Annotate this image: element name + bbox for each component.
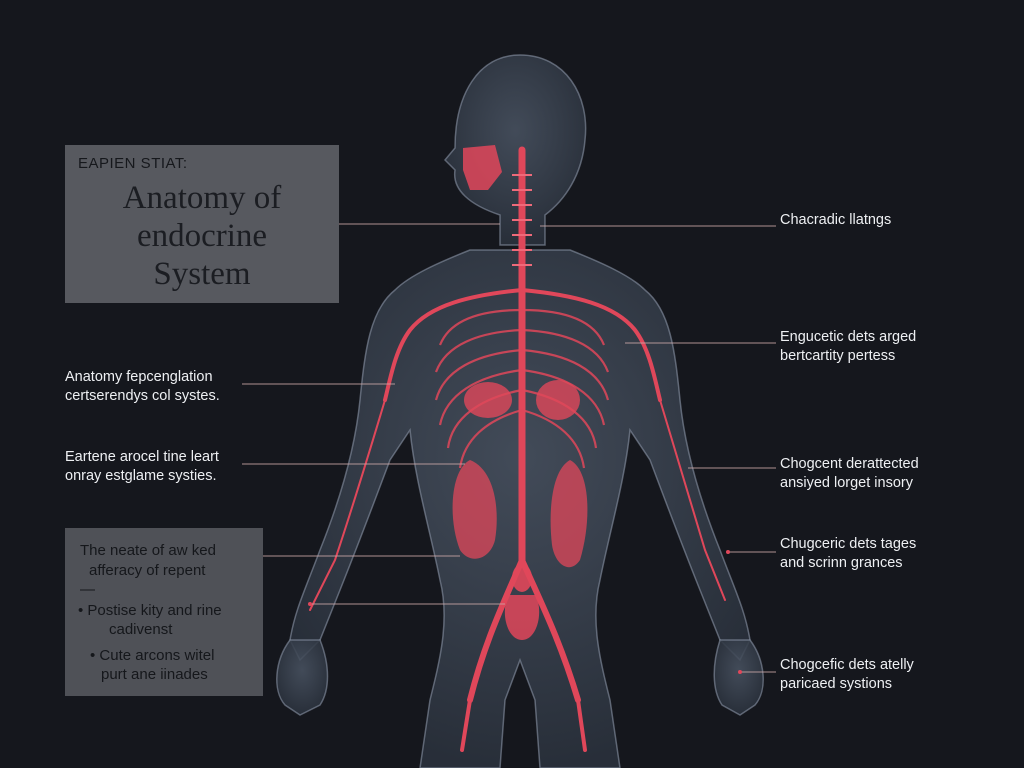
right-callout-3: Chogcent derattected ansiyed lorget inso… (780, 455, 919, 493)
title-panel: EAPIEN STIAT: Anatomy of endocrine Syste… (65, 145, 339, 303)
note-bullet-1-cont: cadivenst (109, 621, 173, 638)
callout-line: Engucetic dets arged (780, 329, 917, 345)
callout-line: Chogcent derattected (780, 456, 919, 472)
right-callout-5: Chogcefic dets atelly paricaed systions (780, 656, 914, 694)
callout-line: bertcartity pertess (780, 348, 896, 364)
rib-cage (434, 308, 610, 469)
callout-line: certserendys col systes. (65, 388, 220, 404)
title-kicker: EAPIEN STIAT: (78, 155, 188, 172)
note-line-1: The neate of aw ked (80, 542, 216, 559)
spine-vertebrae (512, 174, 532, 266)
note-line-2: afferacy of repent (89, 562, 206, 579)
note-panel: The neate of aw ked afferacy of repent —… (65, 528, 263, 696)
note-dash: — (80, 581, 95, 598)
callout-line: Chogcefic dets atelly (780, 657, 914, 673)
callout-line: Eartene arocel tine leart (65, 449, 219, 465)
right-callout-4: Chugceric dets tages and scrinn grances (780, 535, 916, 573)
leader-lines (242, 223, 776, 673)
title-line-3: System (153, 256, 251, 292)
note-bullet-2-cont: purt ane iinades (101, 666, 208, 683)
page-title: Anatomy of endocrine System (65, 179, 339, 293)
title-line-1: Anatomy of (122, 180, 282, 216)
callout-line: onray estglame systies. (65, 468, 217, 484)
right-callout-2: Engucetic dets arged bertcartity pertess (780, 328, 916, 366)
left-callout-2: Eartene arocel tine leart onray estglame… (65, 448, 219, 486)
left-callout-1: Anatomy fepcenglation certserendys col s… (65, 368, 220, 406)
callout-line: Anatomy fepcenglation (65, 369, 213, 385)
organs (452, 380, 588, 640)
note-bullet-2: • Cute arcons witel (90, 647, 215, 664)
title-line-2: endocrine (136, 218, 268, 254)
right-callout-1: Chacradic llatngs (780, 211, 891, 230)
callout-line: paricaed systions (780, 676, 893, 692)
note-bullet-1: • Postise kity and rine (78, 602, 222, 619)
callout-line: ansiyed lorget insory (780, 475, 913, 491)
callout-line: and scrinn grances (780, 555, 903, 571)
head-gland-shape (463, 145, 502, 190)
callout-line: Chugceric dets tages (780, 536, 917, 552)
callout-line: Chacradic llatngs (780, 212, 892, 228)
